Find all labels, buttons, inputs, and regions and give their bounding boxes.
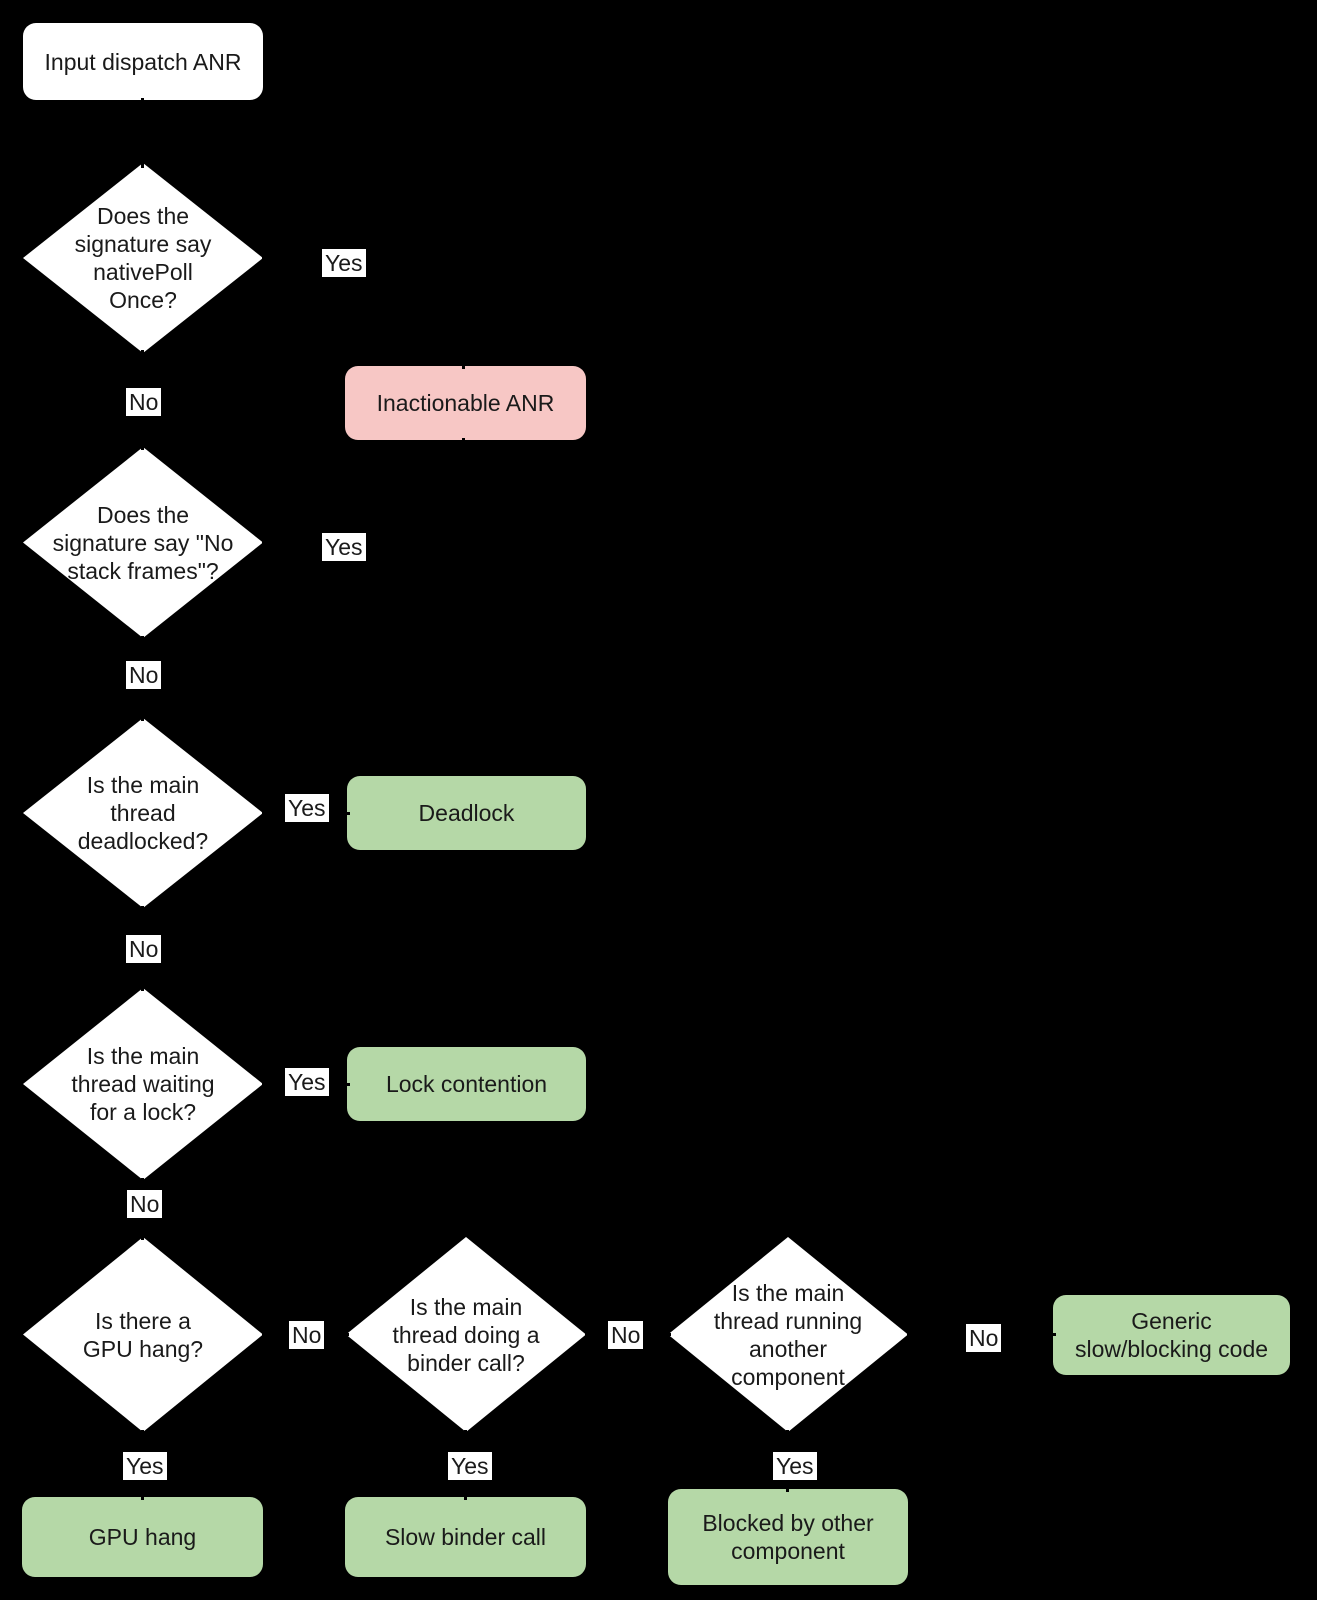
start-node-label: Input dispatch ANR bbox=[44, 48, 242, 75]
connector bbox=[462, 257, 465, 369]
outcome-inactionable-anr: Inactionable ANR bbox=[345, 366, 586, 440]
outcome-lock-contention: Lock contention bbox=[347, 1047, 586, 1121]
start-node-input-dispatch-anr: Input dispatch ANR bbox=[23, 23, 263, 100]
decision-binder-call bbox=[346, 1237, 586, 1432]
decision-signature-no-stack-frames bbox=[23, 447, 263, 638]
decision-main-thread-waiting-lock bbox=[23, 988, 263, 1180]
outcome-gpu-hang: GPU hang bbox=[22, 1497, 263, 1577]
arrowhead-icon bbox=[133, 153, 151, 165]
edge-label-no: No bbox=[966, 1324, 1002, 1352]
edge-label-no: No bbox=[126, 935, 162, 963]
outcome-deadlock: Deadlock bbox=[347, 776, 586, 850]
edge-label-yes: Yes bbox=[285, 794, 329, 822]
arrowhead-icon bbox=[133, 708, 151, 720]
edge-label-no: No bbox=[127, 1190, 163, 1218]
outcome-blocked-by-other-component: Blocked by other component bbox=[668, 1489, 908, 1585]
edge-label-no: No bbox=[126, 661, 162, 689]
edge-label-yes: Yes bbox=[285, 1068, 329, 1096]
edge-label-yes: Yes bbox=[322, 249, 366, 277]
outcome-generic-slow-blocking-code: Generic slow/blocking code bbox=[1053, 1295, 1290, 1375]
decision-main-thread-deadlocked bbox=[23, 718, 263, 908]
edge-label-yes: Yes bbox=[322, 533, 366, 561]
arrowhead-icon bbox=[335, 1325, 347, 1343]
edge-label-no: No bbox=[608, 1321, 644, 1349]
edge-label-yes: Yes bbox=[448, 1452, 492, 1480]
decision-running-another-component bbox=[668, 1237, 908, 1432]
connector bbox=[141, 98, 144, 168]
decision-gpu-hang bbox=[23, 1237, 263, 1432]
edge-label-no: No bbox=[289, 1321, 325, 1349]
arrowhead-icon bbox=[133, 978, 151, 990]
arrowhead-icon bbox=[133, 437, 151, 449]
decision-signature-nativepollonce bbox=[23, 163, 263, 353]
edge-label-yes: Yes bbox=[773, 1452, 817, 1480]
outcome-slow-binder-call: Slow binder call bbox=[345, 1497, 586, 1577]
connector bbox=[462, 438, 465, 544]
edge-label-yes: Yes bbox=[123, 1452, 167, 1480]
edge-label-no: No bbox=[126, 388, 162, 416]
arrowhead-icon bbox=[657, 1325, 669, 1343]
arrowhead-icon bbox=[133, 1227, 151, 1239]
